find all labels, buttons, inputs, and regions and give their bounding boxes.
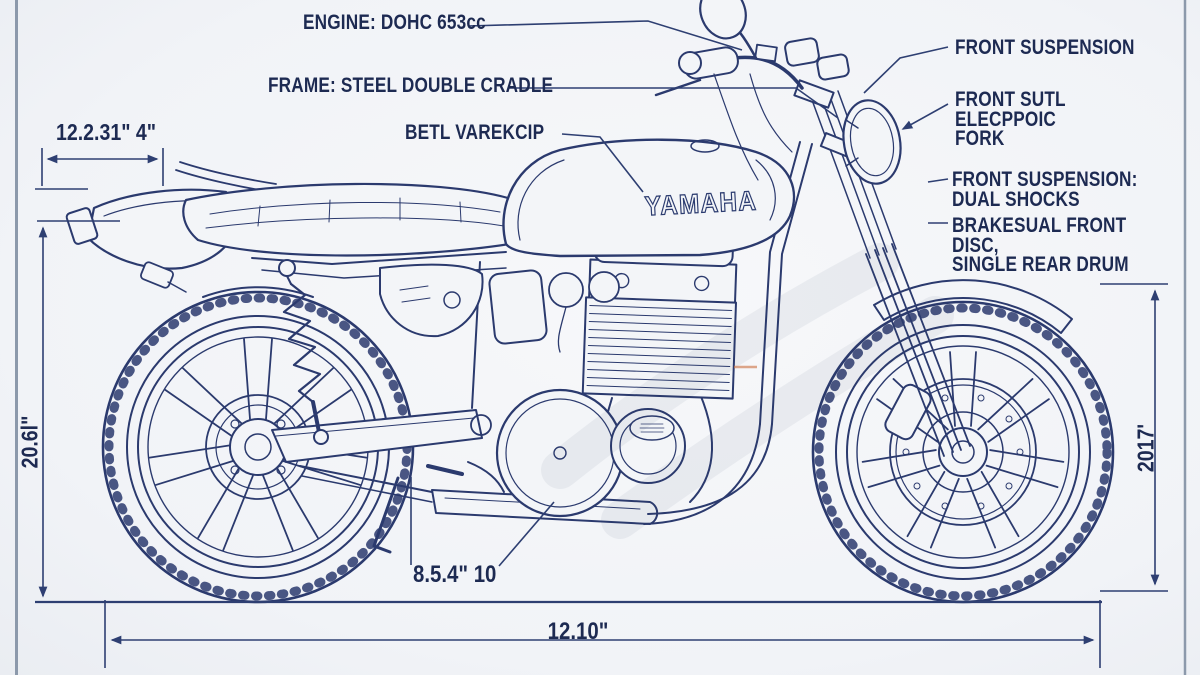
dimension-wheelbase: 12.10" [547, 618, 609, 645]
footpeg [426, 464, 464, 476]
engine [488, 235, 738, 518]
front-suspension-callout: FRONT SUSPENSION [955, 36, 1135, 59]
front-fork-callout: FRONT SUTL ELECPPOIC FORK [955, 88, 1066, 151]
front-suspension-leader-line [863, 46, 949, 94]
rear-suspension-callout: FRONT SUSPENSION: DUAL SHOCKS [952, 168, 1138, 211]
grab-rail [175, 161, 277, 193]
dimension-exhaust: 8.5.4" 10 [413, 561, 497, 588]
dimension-top-left: 12.2.31" 4" [56, 119, 157, 145]
throttle-cable [749, 73, 793, 153]
page-border-lines [15, 0, 1187, 675]
shock-spring [282, 282, 322, 404]
dimension-right-height: 2017' [1132, 423, 1159, 473]
dimension-left-height: 20.6l" [16, 415, 43, 469]
brake-reservoir [754, 43, 778, 63]
watermark [541, 243, 954, 539]
cylinder-fins [586, 305, 733, 391]
left-height-dimension [37, 220, 120, 598]
seat-stitching [205, 201, 505, 229]
fuel-cap [690, 139, 720, 153]
frame-callout: FRAME: STEEL DOUBLE CRADLE [268, 74, 554, 97]
mirror [699, 0, 747, 40]
airbox [488, 269, 548, 345]
exhaust-header-right [689, 393, 714, 503]
seat [182, 182, 518, 257]
taillight [65, 207, 99, 245]
front-wheel [811, 300, 1115, 604]
frame-leader-line [508, 87, 839, 119]
side-panel [379, 263, 484, 338]
front-brake-disc [889, 378, 1037, 526]
tank-logo: YAMAHA [643, 185, 758, 222]
rear-suspension-leader-line [927, 178, 949, 183]
carburetor-left [548, 272, 584, 308]
instrument-gauges [784, 37, 850, 81]
right-height-dimension [1100, 283, 1168, 592]
fuel-tank [502, 138, 796, 258]
brake-pedal [467, 461, 505, 493]
front-brake-caliper [884, 383, 932, 441]
frame-tubes [202, 141, 813, 525]
front-wheel-spokes [861, 351, 1065, 549]
tank-leader-line [561, 133, 644, 193]
fork-leader-line [901, 103, 949, 130]
front-fender [873, 279, 1073, 334]
swingarm [271, 409, 492, 463]
front-tire-tread [814, 303, 1112, 601]
engine-callout: ENGINE: DOHC 653cc [303, 11, 486, 34]
tank-callout: BETL VAREKCIP [405, 121, 545, 144]
wheelbase-dimension [104, 600, 1101, 668]
rear-shock-absorber [278, 259, 329, 445]
brakes-callout: BRAKESUAL FRONT DISC, SINGLE REAR DRUM [952, 214, 1129, 277]
exhaust-dim-leader-diagonal [498, 501, 555, 567]
headlight [842, 99, 902, 185]
engine-leader-line [467, 20, 743, 51]
rear-hub [229, 418, 287, 476]
cylinder-block [581, 235, 738, 400]
top-width-dimension [35, 148, 164, 190]
carburetor-right [588, 271, 620, 303]
foot-controls [372, 461, 505, 554]
rear-turn-signal [140, 261, 174, 289]
kickstand [372, 476, 400, 554]
